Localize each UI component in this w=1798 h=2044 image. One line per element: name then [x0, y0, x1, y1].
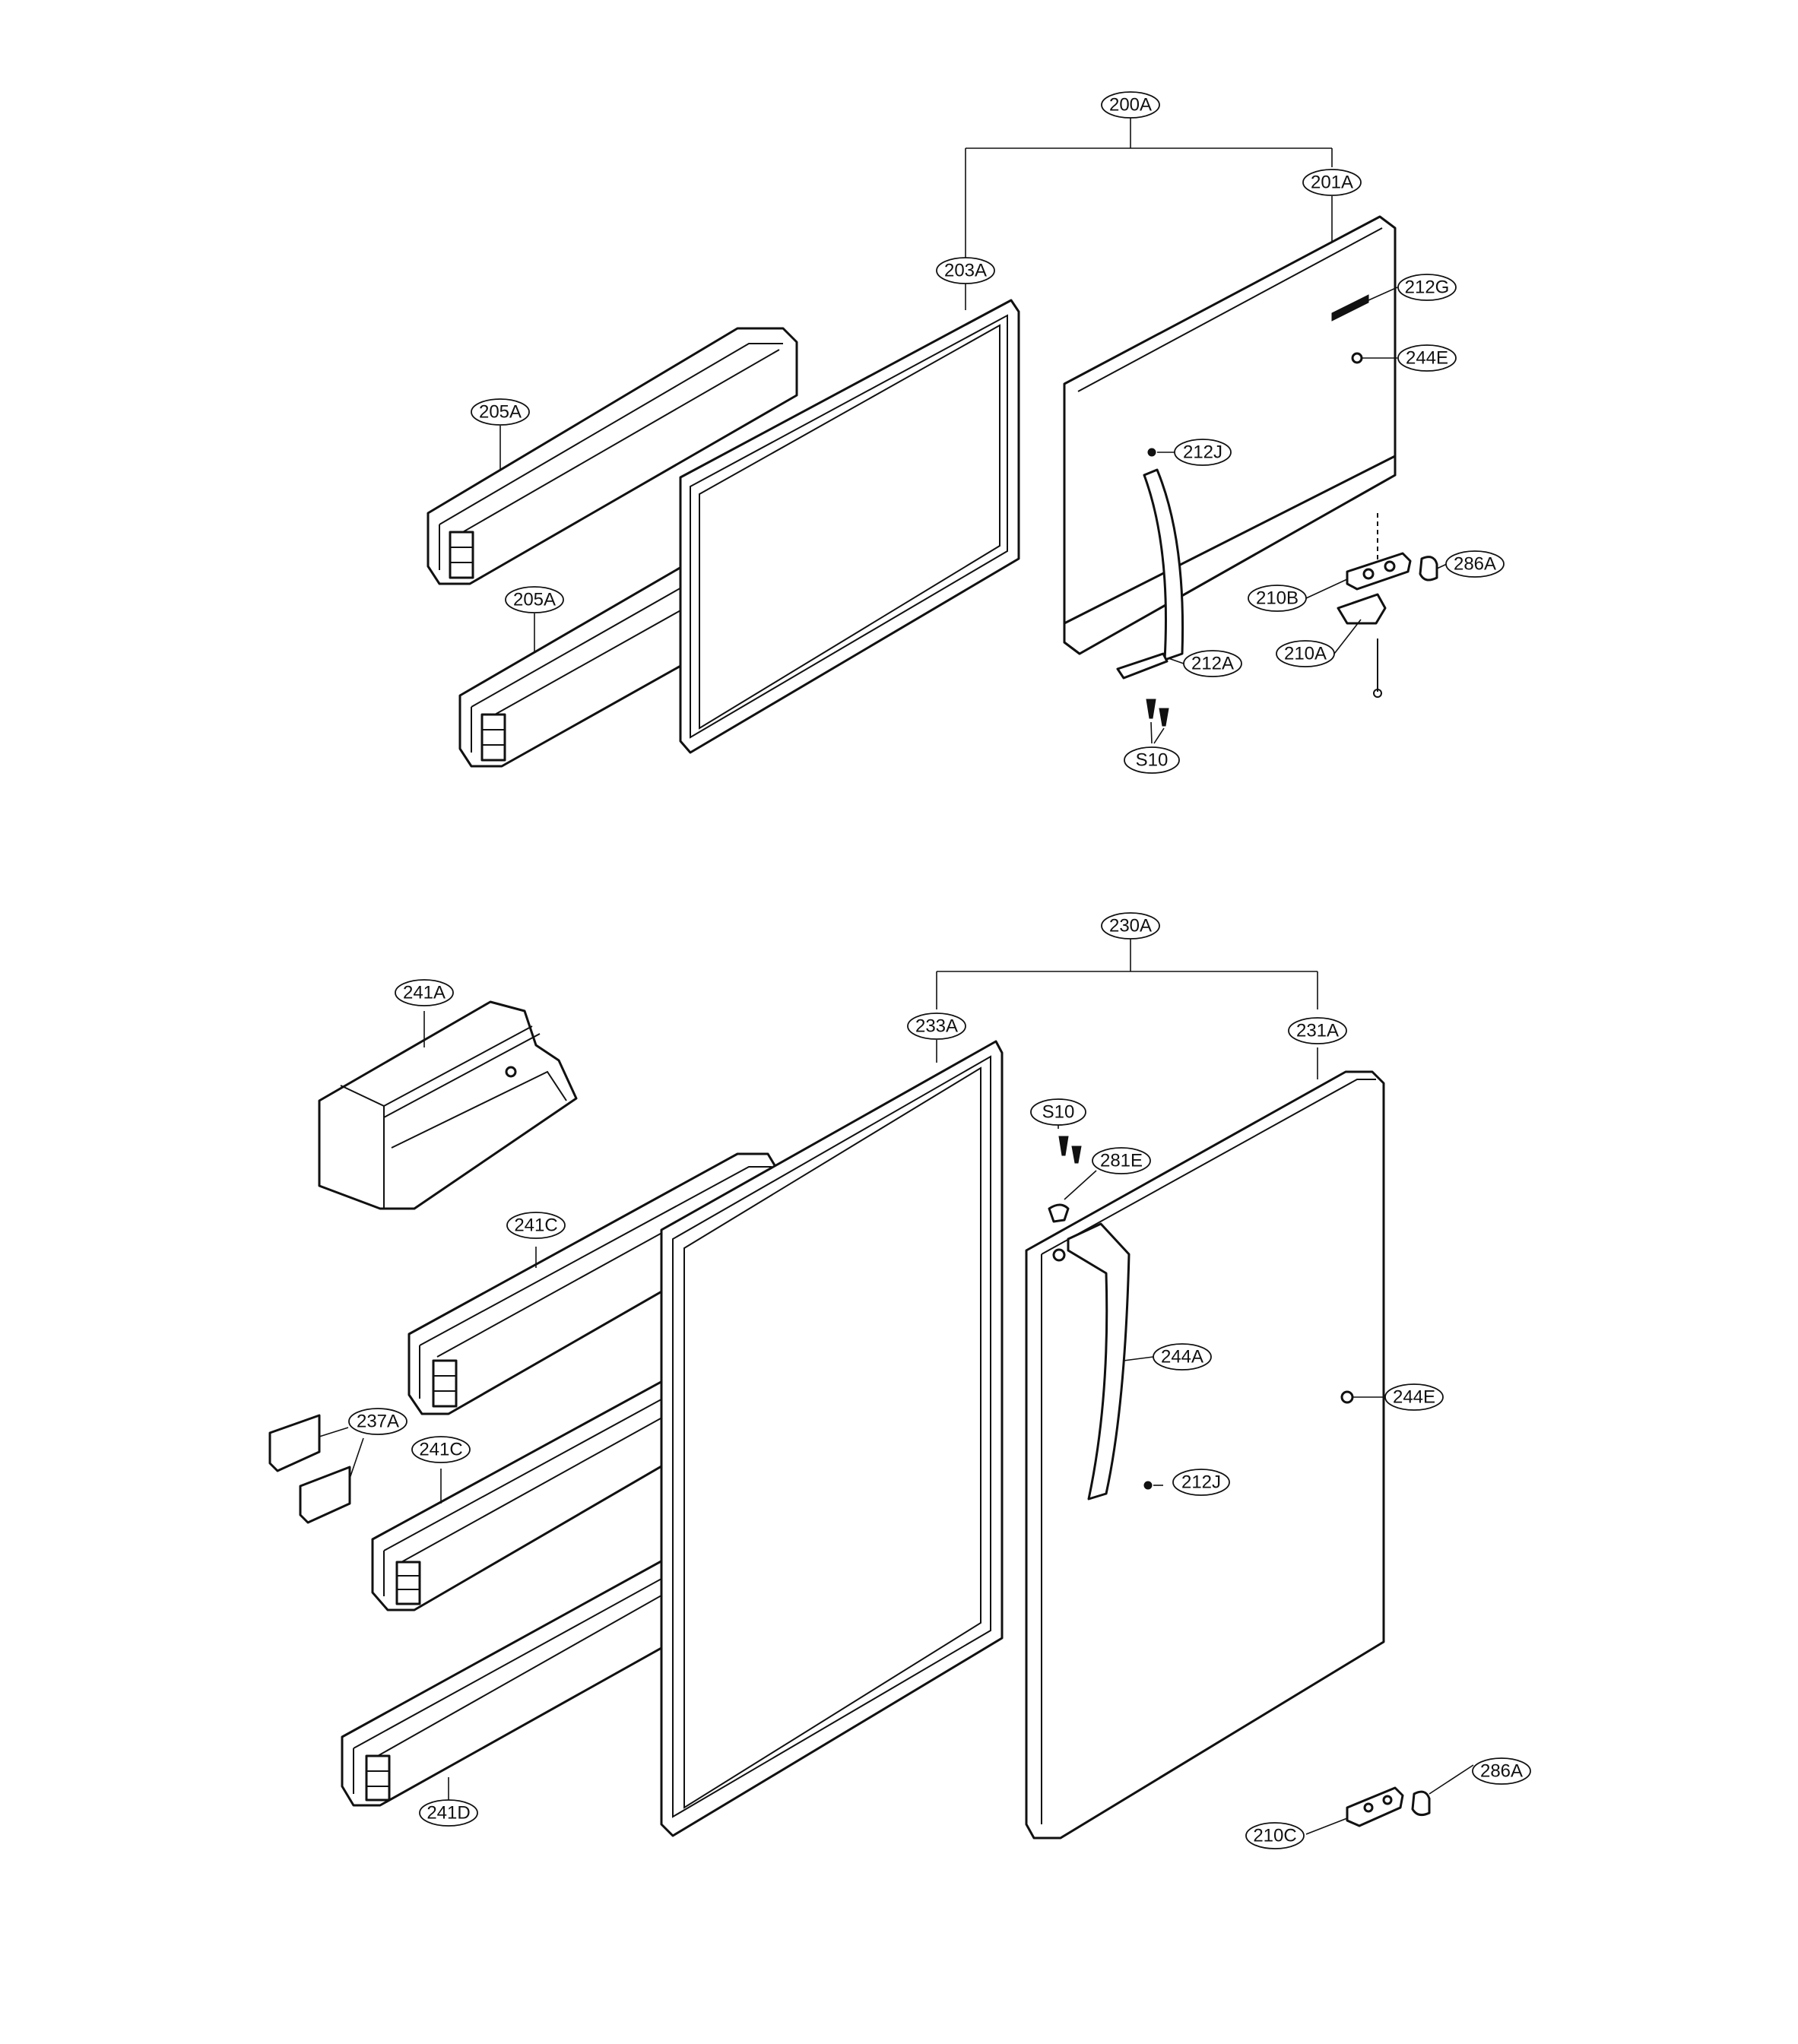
callout-text: 241D [427, 1803, 470, 1824]
top-leader-lines [499, 196, 1448, 664]
callout-text: 286A [1480, 1761, 1523, 1782]
bottom-hinge-parts [1346, 1786, 1431, 1827]
callout-text: 212J [1183, 442, 1222, 463]
callout-text: 200A [1109, 95, 1152, 116]
bottom-dairy-guard [318, 1000, 578, 1210]
callout-text: 212G [1405, 277, 1450, 298]
callout-237A: 237A [348, 1408, 407, 1435]
callout-text: 244E [1393, 1387, 1435, 1408]
callout-text: 205A [479, 402, 522, 423]
bottom-clips [268, 1414, 351, 1524]
callout-text: 241C [419, 1440, 462, 1460]
callout-S10-top: S10 [1124, 746, 1180, 774]
callout-241A: 241A [395, 979, 454, 1006]
callout-text: 212J [1181, 1472, 1221, 1493]
callout-text: 210C [1253, 1826, 1296, 1846]
callout-205A-upper: 205A [471, 398, 530, 426]
callout-212A: 212A [1183, 650, 1242, 677]
callout-210B: 210B [1248, 585, 1307, 612]
callout-241C-lower: 241C [411, 1436, 471, 1463]
top-door-gasket [679, 299, 1020, 754]
callout-210A: 210A [1276, 640, 1335, 667]
callout-text: 281E [1100, 1151, 1143, 1171]
callout-text: 203A [944, 261, 987, 281]
callout-text: 201A [1311, 173, 1353, 193]
callout-text: 210A [1284, 644, 1327, 664]
callout-text: 244E [1406, 348, 1448, 369]
bottom-leader-lines [319, 1011, 1474, 1835]
callout-S10-bottom: S10 [1030, 1098, 1086, 1126]
callout-text: 241C [514, 1215, 557, 1236]
top-hinge-parts [1337, 513, 1438, 698]
callout-203A: 203A [936, 257, 995, 284]
callout-286A-top: 286A [1445, 550, 1505, 578]
callout-244A: 244A [1153, 1343, 1212, 1371]
callout-212J-bottom: 212J [1172, 1469, 1230, 1496]
callout-233A: 233A [907, 1012, 966, 1040]
callout-200A: 200A [1101, 91, 1160, 119]
callout-text: 286A [1454, 554, 1496, 575]
callout-text: 231A [1296, 1021, 1339, 1041]
callout-text: 244A [1161, 1347, 1203, 1367]
callout-text: 241A [403, 983, 446, 1003]
bottom-screws [1058, 1136, 1082, 1164]
callout-241D: 241D [419, 1799, 478, 1827]
callout-230A: 230A [1101, 912, 1160, 940]
callout-text: 210B [1256, 588, 1299, 609]
top-assembly-bracket [965, 118, 1333, 262]
callout-text: S10 [1136, 750, 1169, 771]
callout-212G: 212G [1397, 274, 1457, 301]
callout-text: S10 [1042, 1102, 1075, 1123]
callout-212J-top: 212J [1174, 439, 1232, 466]
callout-text: 230A [1109, 916, 1152, 936]
callout-201A: 201A [1302, 169, 1362, 196]
callout-205A-lower: 205A [505, 586, 564, 613]
bottom-assembly-bracket [936, 939, 1318, 1009]
callout-text: 205A [513, 590, 556, 610]
top-screws [1146, 699, 1169, 744]
callout-231A: 231A [1288, 1017, 1347, 1044]
callout-241C-upper: 241C [506, 1212, 566, 1239]
callout-281E: 281E [1092, 1147, 1151, 1174]
top-door-basket-upper [427, 327, 798, 585]
callout-244E-top: 244E [1397, 344, 1457, 372]
callout-text: 212A [1191, 654, 1234, 674]
bottom-door-gasket [660, 1040, 1004, 1837]
callout-text: 233A [915, 1016, 958, 1037]
callout-244E-bottom: 244E [1384, 1383, 1444, 1411]
callout-text: 237A [357, 1412, 399, 1432]
callout-286A-bottom: 286A [1472, 1757, 1531, 1785]
callout-210C: 210C [1245, 1822, 1305, 1849]
top-door-panel [1063, 215, 1397, 680]
bottom-door-panel [1025, 1070, 1385, 1840]
